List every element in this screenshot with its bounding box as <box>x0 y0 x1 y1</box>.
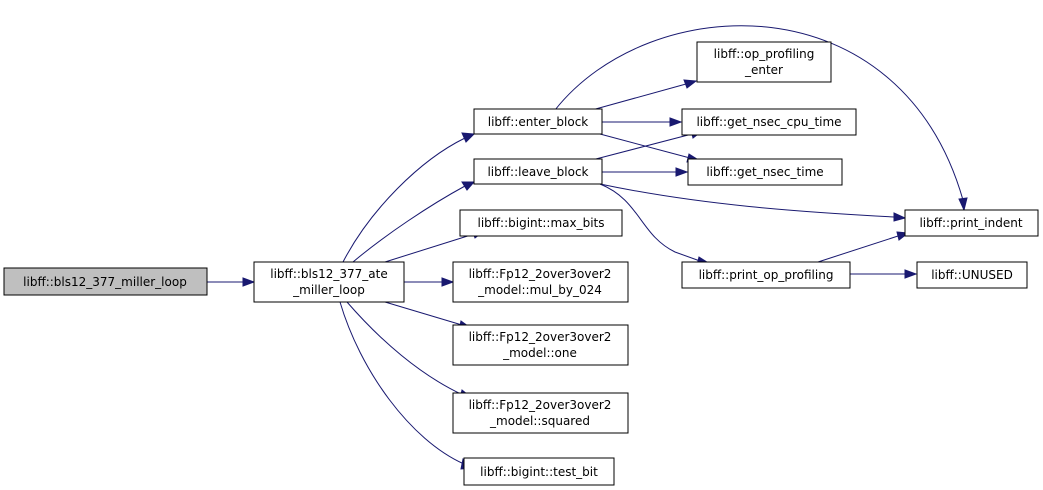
node-label: libff::print_indent <box>919 216 1022 230</box>
node-bigint-max-bits[interactable]: libff::bigint::max_bits <box>459 209 623 237</box>
node-label: libff::bigint::test_bit <box>480 465 598 479</box>
edge-enter-block-to-print-indent <box>554 25 964 201</box>
node-mul-by-024[interactable]: libff::Fp12_2over3over2 _model::mul_by_0… <box>452 261 629 303</box>
node-label: _model::one <box>502 346 577 360</box>
node-label: libff::bls12_377_ate <box>270 267 387 281</box>
edge-leave-block-to-cpu-time <box>591 133 693 161</box>
node-label: libff::get_nsec_cpu_time <box>696 115 841 129</box>
node-label: _enter <box>744 63 783 77</box>
arrowhead <box>893 212 907 222</box>
node-print-indent[interactable]: libff::print_indent <box>904 209 1039 237</box>
arrowhead <box>675 167 689 177</box>
nodes: libff::bls12_377_miller_loop libff::bls1… <box>3 41 1039 486</box>
arrowhead <box>461 132 476 143</box>
arrowhead <box>683 79 698 89</box>
node-label: libff::bigint::max_bits <box>478 216 605 230</box>
arrowhead <box>904 269 918 279</box>
node-unused[interactable]: libff::UNUSED <box>916 261 1028 289</box>
node-bls12-377-ate-miller-loop[interactable]: libff::bls12_377_ate _miller_loop <box>253 261 405 303</box>
node-label: libff::print_op_profiling <box>699 268 834 282</box>
node-bls12-377-miller-loop[interactable]: libff::bls12_377_miller_loop <box>3 267 208 296</box>
node-label: libff::enter_block <box>488 115 589 129</box>
node-label: libff::Fp12_2over3over2 <box>469 330 612 344</box>
node-label: libff::Fp12_2over3over2 <box>469 267 612 281</box>
node-leave-block[interactable]: libff::leave_block <box>473 158 603 185</box>
edge-ate-miller-to-test-bit <box>339 301 465 465</box>
node-op-profiling-enter[interactable]: libff::op_profiling _enter <box>696 41 832 83</box>
node-label: _model::mul_by_024 <box>477 283 602 297</box>
edge-print-op-profiling-to-print-indent <box>817 235 899 263</box>
node-label: _model::squared <box>489 414 590 428</box>
arrowhead <box>669 117 683 127</box>
edge-leave-block-to-print-indent <box>599 183 895 218</box>
node-label: libff::Fp12_2over3over2 <box>469 398 612 412</box>
arrowhead <box>958 197 968 212</box>
edge-ate-miller-to-one <box>384 301 463 326</box>
node-label: libff::leave_block <box>487 165 588 179</box>
arrowhead <box>461 181 476 191</box>
node-enter-block[interactable]: libff::enter_block <box>473 108 603 135</box>
node-label: libff::op_profiling <box>714 47 815 61</box>
node-label: libff::get_nsec_time <box>706 165 823 179</box>
edge-ate-miller-to-max-bits <box>384 233 475 263</box>
edge-enter-block-to-op-profiling-enter <box>591 83 687 111</box>
arrowhead <box>242 277 256 287</box>
edge-leave-block-to-print-op-profiling <box>599 183 701 262</box>
node-label: libff::bls12_377_miller_loop <box>23 275 187 289</box>
node-bigint-test-bit[interactable]: libff::bigint::test_bit <box>463 457 615 486</box>
node-get-nsec-cpu-time[interactable]: libff::get_nsec_cpu_time <box>681 108 857 136</box>
node-label: _miller_loop <box>292 283 365 297</box>
node-fp12-squared[interactable]: libff::Fp12_2over3over2 _model::squared <box>452 392 629 434</box>
arrowhead <box>441 277 455 287</box>
edge-ate-miller-to-squared <box>346 301 464 396</box>
edge-ate-miller-to-enter-block <box>342 137 466 263</box>
node-fp12-one[interactable]: libff::Fp12_2over3over2 _model::one <box>452 324 629 366</box>
edge-ate-miller-to-leave-block <box>352 185 466 263</box>
node-label: libff::UNUSED <box>931 268 1013 282</box>
node-get-nsec-time[interactable]: libff::get_nsec_time <box>687 158 843 186</box>
node-print-op-profiling[interactable]: libff::print_op_profiling <box>681 261 851 289</box>
